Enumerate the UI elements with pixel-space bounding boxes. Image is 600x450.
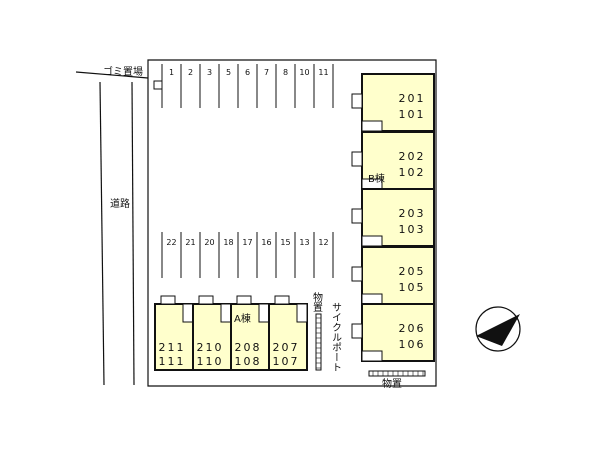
unit-entrance: [361, 293, 383, 305]
unit-balcony: [351, 266, 363, 282]
building-b-label: B棟: [368, 172, 385, 185]
road-lines: [75, 71, 149, 386]
unit-number-lower: 105: [399, 281, 426, 294]
unit-number-lower: 102: [399, 166, 426, 179]
parking-space-top-number: 2: [188, 68, 193, 77]
unit-number-upper: 208: [235, 341, 262, 354]
parking-space-bottom-number: 22: [166, 238, 176, 247]
unit-balcony: [351, 208, 363, 224]
unit-number-upper: 210: [197, 341, 224, 354]
unit-number-upper: 207: [273, 341, 300, 354]
storage-1: [315, 313, 322, 371]
unit-number-lower: 101: [399, 108, 426, 121]
unit-balcony: [274, 295, 290, 305]
unit-entrance: [296, 303, 308, 323]
unit-balcony: [160, 295, 176, 305]
parking-space-bottom-number: 16: [261, 238, 271, 247]
cycle-port-label: サイクルポート: [330, 302, 342, 372]
building-a-label: A棟: [234, 312, 251, 325]
parking-row-top: 1 2 3 5 6 7 8 10 11: [161, 64, 334, 108]
storage-label-1: 物置: [311, 291, 323, 312]
parking-space-top-number: 10: [299, 68, 309, 77]
parking-space-top-number: 7: [264, 68, 269, 77]
unit-number-lower: 110: [197, 355, 224, 368]
unit-number-upper: 202: [399, 150, 426, 163]
unit-number-lower: 103: [399, 223, 426, 236]
storage-1-hatch: [316, 317, 321, 369]
parking-space-top-number: 5: [226, 68, 231, 77]
parking-space-bottom-number: 15: [280, 238, 290, 247]
north-arrow-icon: [475, 306, 521, 352]
unit-balcony: [236, 295, 252, 305]
unit-entrance: [220, 303, 232, 323]
unit-number-lower: 111: [159, 355, 186, 368]
parking-space-bottom-number: 20: [204, 238, 214, 247]
unit-number-lower: 107: [273, 355, 300, 368]
parking-space-top-number: 8: [283, 68, 288, 77]
parking-space-top-number: 3: [207, 68, 212, 77]
parking-space-bottom-number: 17: [242, 238, 252, 247]
unit-entrance: [258, 303, 270, 323]
unit-number-lower: 108: [235, 355, 262, 368]
unit-entrance: [361, 120, 383, 132]
unit-balcony: [198, 295, 214, 305]
unit-number-upper: 201: [399, 92, 426, 105]
unit-entrance: [361, 350, 383, 362]
parking-row-bottom: 22 21 20 18 17 16 15 13 12: [161, 232, 334, 278]
unit-number-lower: 106: [399, 338, 426, 351]
unit-number-upper: 206: [399, 322, 426, 335]
garbage-area-label: ゴミ置場: [103, 65, 143, 78]
building-b: 201 101 202 102 203 103 205 105 206 106: [351, 73, 435, 362]
unit-balcony: [351, 93, 363, 109]
parking-space-top-number: 11: [318, 68, 328, 77]
parking-space-bottom-number: 18: [223, 238, 233, 247]
unit-number-upper: 205: [399, 265, 426, 278]
storage-2: [368, 370, 426, 377]
storage-2-hatch: [372, 371, 424, 376]
unit-entrance: [361, 235, 383, 247]
garbage-box: [153, 80, 163, 90]
unit-number-upper: 203: [399, 207, 426, 220]
road-label: 道路: [110, 197, 130, 210]
site-boundary: [147, 59, 437, 387]
unit-entrance: [182, 303, 194, 323]
unit-balcony: [351, 323, 363, 339]
unit-number-upper: 211: [159, 341, 186, 354]
storage-label-2: 物置: [382, 377, 402, 390]
parking-space-bottom-number: 13: [299, 238, 309, 247]
parking-space-top-number: 1: [169, 68, 174, 77]
parking-space-bottom-number: 12: [318, 238, 328, 247]
unit-balcony: [351, 151, 363, 167]
parking-space-bottom-number: 21: [185, 238, 195, 247]
parking-space-top-number: 6: [245, 68, 250, 77]
